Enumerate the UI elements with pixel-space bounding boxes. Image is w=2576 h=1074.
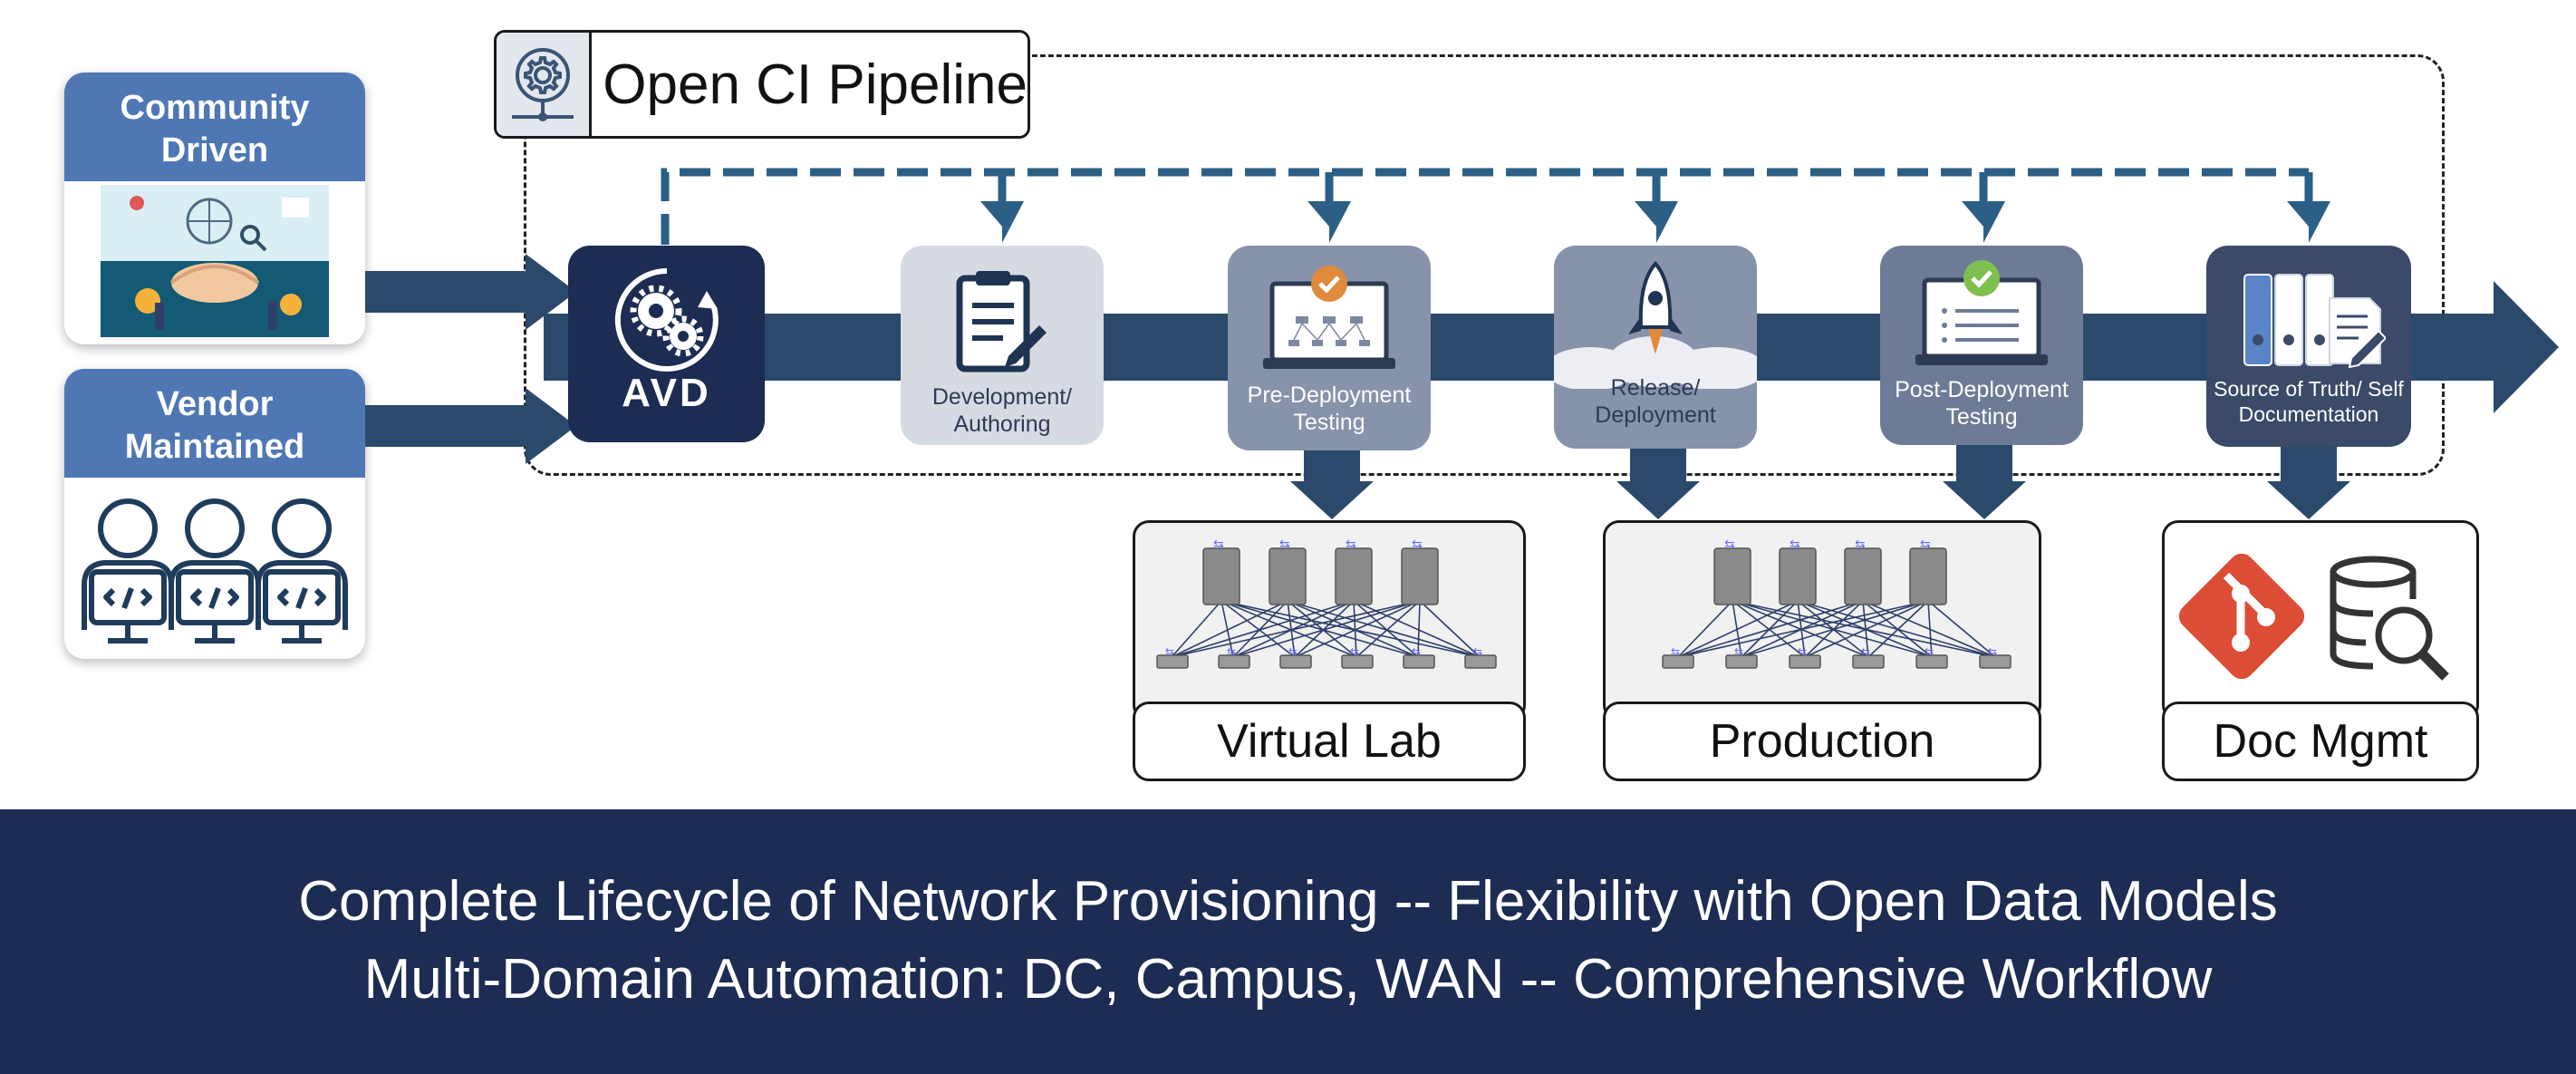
svg-text:⇆: ⇆ [1920, 537, 1931, 552]
stage-release: Release/ Deployment [1554, 246, 1757, 449]
clipboard-icon [956, 271, 1047, 373]
database-search-icon [2330, 556, 2449, 681]
svg-text:⇆: ⇆ [1724, 537, 1735, 552]
svg-text:⇆: ⇆ [1412, 537, 1423, 552]
stage-avd-label: AVD [622, 371, 711, 415]
svg-text:⇆: ⇆ [1855, 537, 1866, 552]
svg-text:⇆: ⇆ [1473, 645, 1482, 658]
svg-text:⇆: ⇆ [1790, 537, 1800, 552]
stage-post-deployment-label: Post-Deployment Testing [1895, 377, 2069, 430]
post-deployment-down-arrowhead [1943, 481, 2026, 519]
vendor-maintained-card: Vendor Maintained [64, 369, 365, 659]
settings-gear-icon [497, 33, 593, 136]
source-of-truth-down-arrow [2281, 447, 2337, 483]
developer-icon [82, 498, 348, 643]
settings-gear-icon [614, 267, 719, 372]
footer-line-1: Complete Lifecycle of Network Provisioni… [298, 870, 2278, 933]
pre-deployment-down-arrow [1304, 450, 1360, 483]
vendor-maintained-label: Vendor Maintained [64, 369, 365, 478]
footer-line-2: Multi-Domain Automation: DC, Campus, WAN… [363, 948, 2213, 1011]
virtual-lab-box: ⇆ ⇆ ⇆ ⇆ ⇆ ⇆ ⇆ ⇆ ⇆ ⇆ [1133, 520, 1526, 721]
binders-icon [2243, 274, 2386, 369]
pipeline-bar [544, 314, 2501, 381]
release-down-arrow [1630, 449, 1686, 483]
post-deployment-down-arrow [1956, 445, 2012, 483]
doc-mgmt-box [2162, 520, 2479, 721]
pipeline-frame [524, 54, 2445, 476]
svg-text:⇆: ⇆ [1734, 645, 1743, 658]
network-switch-icon: ⇆ ⇆ ⇆ ⇆ ⇆ ⇆ ⇆ ⇆ ⇆ ⇆ [1156, 537, 1497, 669]
pipeline-title-box: Open CI Pipeline [494, 30, 1030, 139]
stage-pre-deployment-label: Pre-Deployment Testing [1247, 382, 1412, 435]
stage-source-of-truth: Source of Truth/ Self Documentation [2206, 246, 2411, 447]
rocket-icon [1554, 261, 1757, 389]
stage-pre-deployment: Pre-Deployment Testing [1228, 246, 1431, 450]
community-input-arrowhead [526, 254, 576, 330]
stage-source-of-truth-label: Source of Truth/ Self Documentation [2214, 377, 2404, 426]
stage-development-label: Development/ Authoring [931, 384, 1073, 437]
svg-text:⇆: ⇆ [1350, 645, 1359, 658]
community-driven-label: Community Driven [64, 73, 365, 181]
vendor-input-arrowhead [526, 388, 576, 464]
svg-text:⇆: ⇆ [1288, 645, 1298, 658]
stage-development: Development/ Authoring [901, 246, 1104, 445]
svg-text:⇆: ⇆ [1861, 645, 1870, 658]
svg-text:⇆: ⇆ [1213, 537, 1224, 552]
svg-text:⇆: ⇆ [1412, 645, 1421, 658]
footer-banner: Complete Lifecycle of Network Provisioni… [0, 809, 2576, 1074]
stage-avd: AVD [568, 246, 765, 442]
svg-text:⇆: ⇆ [1798, 645, 1807, 658]
network-switch-icon: ⇆ ⇆ ⇆ ⇆ ⇆ ⇆ ⇆ ⇆ ⇆ ⇆ [1662, 537, 2012, 669]
svg-text:⇆: ⇆ [1227, 645, 1236, 658]
pipeline-title: Open CI Pipeline [603, 53, 1028, 116]
virtual-lab-label: Virtual Lab [1133, 701, 1526, 781]
release-down-arrowhead [1616, 481, 1700, 519]
community-driven-card: Community Driven [64, 73, 365, 344]
source-of-truth-down-arrowhead [2267, 481, 2350, 519]
doc-mgmt-label: Doc Mgmt [2162, 701, 2479, 781]
community-input-arrow [365, 271, 528, 313]
svg-text:⇆: ⇆ [1346, 537, 1356, 552]
production-label: Production [1603, 701, 2041, 781]
svg-text:⇆: ⇆ [1988, 645, 1997, 658]
stage-post-deployment: Post-Deployment Testing [1880, 246, 2083, 445]
checklist-icon [1915, 260, 2048, 365]
svg-text:⇆: ⇆ [1925, 645, 1934, 658]
pipeline-arrowhead [2494, 281, 2559, 413]
svg-text:⇆: ⇆ [1279, 537, 1290, 552]
production-box: ⇆ ⇆ ⇆ ⇆ ⇆ ⇆ ⇆ ⇆ ⇆ ⇆ [1603, 520, 2041, 721]
community-illustration-icon [101, 185, 329, 342]
svg-text:⇆: ⇆ [1671, 645, 1680, 658]
checkmark-icon [1263, 266, 1395, 369]
feedback-loop [661, 168, 2330, 245]
pre-deployment-down-arrowhead [1290, 481, 1374, 519]
svg-text:⇆: ⇆ [1165, 645, 1174, 658]
git-icon [2178, 553, 2305, 680]
stage-release-label: Release/ Deployment [1595, 375, 1716, 428]
vendor-input-arrow [365, 405, 528, 447]
